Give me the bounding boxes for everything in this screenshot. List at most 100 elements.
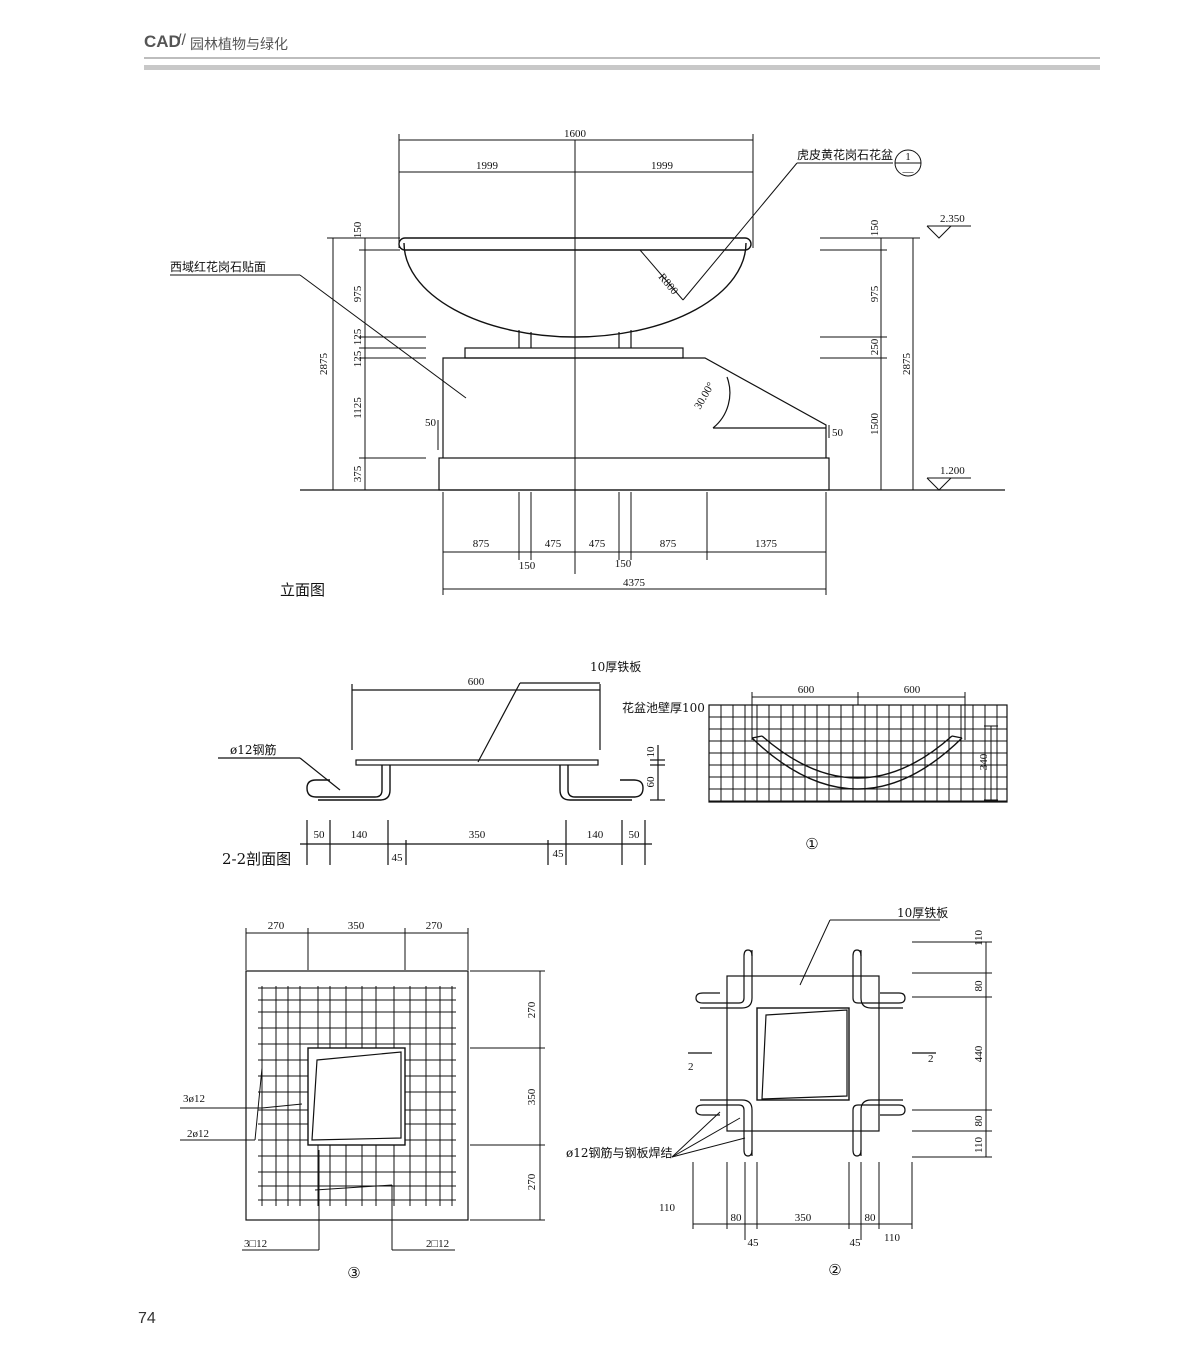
detail2-section-mark-left: 2 xyxy=(688,1061,694,1073)
radius-label: R800 xyxy=(656,271,681,297)
detail3-label-3phi12: 3ø12 xyxy=(183,1093,205,1105)
section-bottom-dim-1: 50 xyxy=(314,829,326,841)
detail1-wall-label: 花盆池壁厚100 xyxy=(622,700,705,715)
right-dim-4: 1500 xyxy=(869,413,881,436)
bottom-dim-2: 475 xyxy=(545,538,562,550)
detail-2-dimensions xyxy=(692,941,992,1240)
detail3-right-dim-2: 350 xyxy=(526,1088,538,1105)
section-title: 2-2剖面图 xyxy=(222,850,291,868)
right-dim-2: 975 xyxy=(869,285,881,302)
bottom-dim-5: 1375 xyxy=(755,538,778,550)
elevation-dim-overall: 1600 xyxy=(564,128,587,140)
right-dim-3: 250 xyxy=(869,338,881,355)
left-dim-3: 125 xyxy=(352,328,364,345)
detail2-bottom-sub-1: 45 xyxy=(748,1237,760,1249)
detail2-bottom-dim-5: 110 xyxy=(884,1232,901,1244)
elevation-mark-top: 2.350 xyxy=(940,213,965,225)
bottom-sub-dim-2: 150 xyxy=(615,558,632,570)
title-separator: // xyxy=(177,32,186,49)
detail1-number: ① xyxy=(805,835,818,853)
detail-1-grid xyxy=(708,704,1008,803)
detail2-weld-label: ø12钢筋与钢板焊结 xyxy=(566,1145,673,1160)
bottom-dim-total: 4375 xyxy=(623,577,646,589)
facing-material-label: 西域红花岗石贴面 xyxy=(170,259,266,274)
section-top-dim: 600 xyxy=(468,676,485,688)
section-bottom-dim-3: 350 xyxy=(469,829,486,841)
detail3-top-dim-2: 350 xyxy=(348,920,365,932)
left-dim-2: 975 xyxy=(352,285,364,302)
detail2-plate-label: 10厚铁板 xyxy=(897,906,948,920)
section-plate-label: 10厚铁板 xyxy=(590,660,641,674)
elevation-dim-left-half: 1999 xyxy=(476,160,499,172)
detail-1-basin-outline xyxy=(751,735,963,790)
detail2-right-dim-5: 110 xyxy=(973,1136,985,1153)
elevation-view xyxy=(300,140,1005,574)
page-header: CAD // 园林植物与绿化 xyxy=(144,30,1100,72)
detail3-right-dim-1: 270 xyxy=(526,1001,538,1018)
section-bottom-sub-2: 45 xyxy=(553,848,565,860)
basin-material-label: 虎皮黄花岗石花盆 xyxy=(797,147,893,162)
detail2-bottom-sub-2: 45 xyxy=(850,1237,862,1249)
detail-3-dimensions xyxy=(180,928,545,1251)
section-2-2 xyxy=(218,682,665,865)
bottom-dim-4: 875 xyxy=(660,538,677,550)
left-dim-small: 50 xyxy=(425,417,437,429)
detail3-right-dim-3: 270 xyxy=(526,1173,538,1190)
detail-3-plan xyxy=(245,970,469,1221)
section-right-dim-2: 60 xyxy=(645,776,657,788)
section-bottom-dim-2: 140 xyxy=(351,829,368,841)
bottom-dim-1: 875 xyxy=(473,538,490,550)
right-dim-small: 50 xyxy=(832,427,844,439)
left-dim-4: 125 xyxy=(352,350,364,367)
bottom-dim-3: 475 xyxy=(589,538,606,550)
left-dim-1: 150 xyxy=(352,221,364,238)
detail2-right-dim-1: 110 xyxy=(973,929,985,946)
section-bottom-dim-4: 140 xyxy=(587,829,604,841)
detail-ref-number: 1 xyxy=(905,151,911,163)
section-bottom-dim-5: 50 xyxy=(629,829,641,841)
header-rule-thin xyxy=(144,57,1100,59)
detail1-dim-left: 600 xyxy=(798,684,815,696)
elevation-dim-right-half: 1999 xyxy=(651,160,674,172)
section-bottom-sub-1: 45 xyxy=(392,852,404,864)
detail2-bottom-dim-2: 80 xyxy=(731,1212,743,1224)
elevation-right-dimensions xyxy=(820,225,971,491)
detail-2-plan xyxy=(671,919,940,1158)
detail2-section-mark-right: 2 xyxy=(928,1053,934,1065)
detail-ref-sheet: — xyxy=(902,166,915,178)
bottom-sub-dim-1: 150 xyxy=(519,560,536,572)
elevation-mark-bottom: 1.200 xyxy=(940,465,965,477)
left-dim-total: 2875 xyxy=(318,353,330,376)
page-number: 74 xyxy=(138,1310,156,1327)
elevation-left-dimensions xyxy=(327,237,439,491)
left-dim-6: 375 xyxy=(352,465,364,482)
detail3-top-dim-3: 270 xyxy=(426,920,443,932)
header-rule-thick xyxy=(144,65,1100,70)
section-rebar-label: ø12钢筋 xyxy=(230,742,277,757)
book-title: CAD xyxy=(144,32,181,51)
detail2-bottom-dim-3: 350 xyxy=(795,1212,812,1224)
detail2-right-dim-3: 440 xyxy=(973,1045,985,1062)
detail-1-dimensions xyxy=(751,692,998,801)
elevation-title: 立面图 xyxy=(280,581,325,599)
detail3-label-3sq12: 3□12 xyxy=(244,1238,267,1250)
right-dim-total: 2875 xyxy=(901,353,913,376)
detail2-bottom-dim-1: 110 xyxy=(659,1202,676,1214)
right-dim-1: 150 xyxy=(869,219,881,236)
detail1-dim-right: 600 xyxy=(904,684,921,696)
detail3-top-dim-1: 270 xyxy=(268,920,285,932)
detail2-right-dim-4: 80 xyxy=(973,1115,985,1127)
detail3-label-2sq12: 2□12 xyxy=(426,1238,449,1250)
detail2-number: ② xyxy=(828,1261,841,1279)
detail2-right-dim-2: 80 xyxy=(973,980,985,992)
left-dim-5: 1125 xyxy=(352,397,364,419)
detail3-label-2phi12: 2ø12 xyxy=(187,1128,209,1140)
chapter-title: 园林植物与绿化 xyxy=(190,37,288,53)
detail1-side-dim: 340 xyxy=(978,753,990,770)
detail2-bottom-dim-4: 80 xyxy=(865,1212,877,1224)
elevation-top-dimensions xyxy=(398,134,754,248)
slope-angle-label: 30.00° xyxy=(692,380,717,411)
elevation-bottom-dimensions xyxy=(442,492,827,595)
basin-leader xyxy=(639,149,922,301)
